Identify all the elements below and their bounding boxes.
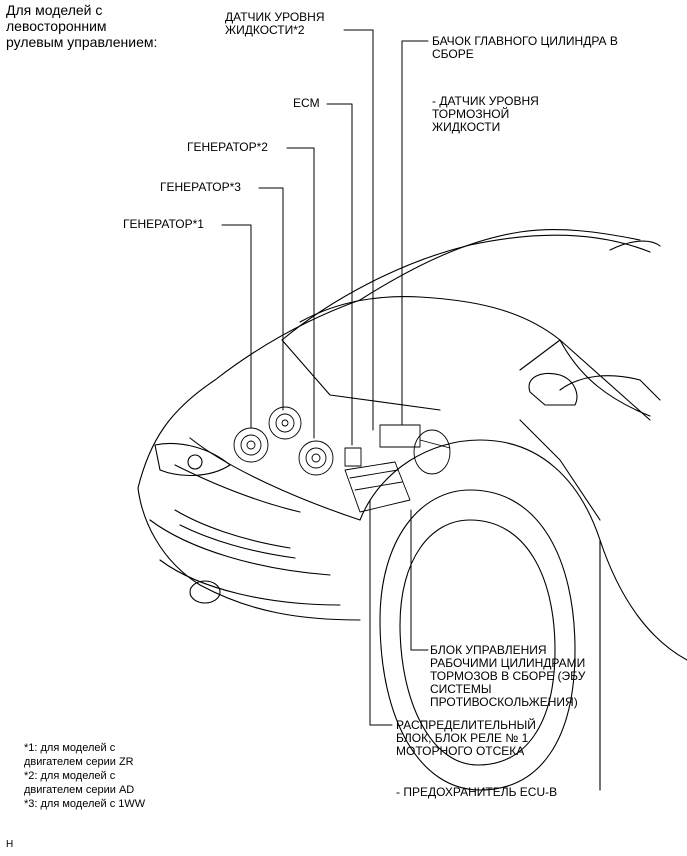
master-cylinder (379, 424, 451, 475)
label-master-cylinder: БАЧОК ГЛАВНОГО ЦИЛИНДРА В СБОРЕ (432, 34, 618, 61)
label-generator-1: ГЕНЕРАТОР*1 (123, 217, 204, 231)
leader-generator1 (221, 224, 252, 429)
relay-block (344, 461, 411, 513)
grille (174, 509, 296, 559)
label-actuator: БЛОК УПРАВЛЕНИЯ РАБОЧИМИ ЦИЛИНДРАМИ ТОРМ… (430, 643, 586, 709)
label-relay-block: РАСПРЕДЕЛИТЕЛЬНЫЙ БЛОК, БЛОК РЕЛЕ № 1 МО… (396, 718, 536, 758)
label-fuse: - ПРЕДОХРАНИТЕЛЬ ECU-B (396, 785, 558, 799)
label-generator-3: ГЕНЕРАТОР*3 (160, 180, 241, 194)
corner-mark: H (6, 839, 14, 850)
front-wheel (379, 489, 576, 791)
label-ecm: ECM (293, 96, 320, 110)
leader-fluid-sensor (343, 29, 374, 431)
ecm-unit (344, 447, 362, 467)
generator-1 (233, 427, 269, 463)
fog-light (189, 580, 221, 604)
leader-master-cylinder (401, 40, 429, 426)
leader-relay-block (369, 499, 393, 726)
footnote-2: *2: для моделей с двигателем серии AD (24, 770, 135, 796)
footnote-1: *1: для моделей с двигателем серии ZR (24, 742, 134, 768)
generator-3 (268, 406, 302, 440)
generator-2 (298, 440, 334, 476)
header-text: Для моделей с левосторонним рулевым упра… (6, 2, 158, 50)
leader-lines (221, 29, 429, 726)
label-generator-2: ГЕНЕРАТОР*2 (187, 140, 268, 154)
label-fluid-level-sensor: ДАТЧИК УРОВНЯ ЖИДКОСТИ*2 (225, 10, 325, 37)
side-mirror (528, 373, 578, 406)
footnote-3: *3: для моделей с 1WW (24, 798, 146, 810)
label-brake-fluid-sensor: - ДАТЧИК УРОВНЯ ТОРМОЗНОЙ ЖИДКОСТИ (432, 94, 539, 134)
car-body (137, 229, 687, 791)
leader-actuator (410, 509, 429, 651)
leader-ecm (326, 103, 353, 446)
headlight (154, 442, 231, 477)
leader-generator3 (258, 187, 284, 411)
leader-generator2 (286, 147, 315, 439)
